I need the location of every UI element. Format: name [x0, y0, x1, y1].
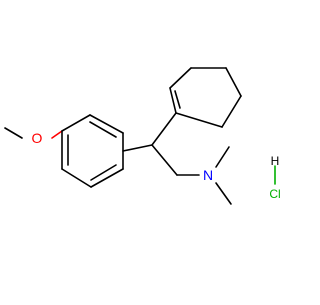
benzene-double-2 — [90, 164, 117, 181]
benzene-bond-4 — [90, 168, 124, 188]
hcl-hydrogen-label: H — [271, 154, 280, 168]
methoxy-o-ring-bond — [51, 130, 63, 139]
cyclohexene-bond-2 — [169, 67, 192, 89]
n-methyl-up — [215, 146, 230, 168]
ring-ch-bond — [122, 144, 153, 152]
nitrogen-atom-label: N — [203, 167, 213, 183]
cyclohexene-bond-5 — [221, 95, 242, 128]
benzene-bond-5 — [61, 168, 92, 188]
methyl-bond — [4, 127, 23, 139]
cyclohexene-bond-1 — [169, 87, 177, 114]
benzene-bond-2 — [89, 114, 124, 134]
oxygen-atom-label: O — [32, 130, 43, 146]
cyclohexene-bond-6 — [175, 112, 223, 128]
hcl-chlorine-label: Cl — [269, 187, 280, 201]
cyclohexene-bond-4 — [225, 67, 242, 97]
benzene-double-1 — [89, 121, 117, 138]
cyclohexene-double — [174, 90, 181, 109]
molecule-canvas: O N H Cl — [4, 67, 281, 205]
n-methyl-down — [215, 182, 232, 205]
ch-cyclohexene-bond — [151, 112, 177, 146]
benzene-bond-1 — [61, 114, 91, 132]
ch-ch2-bond — [151, 144, 178, 176]
structure-diagram: O N H Cl — [4, 67, 281, 205]
